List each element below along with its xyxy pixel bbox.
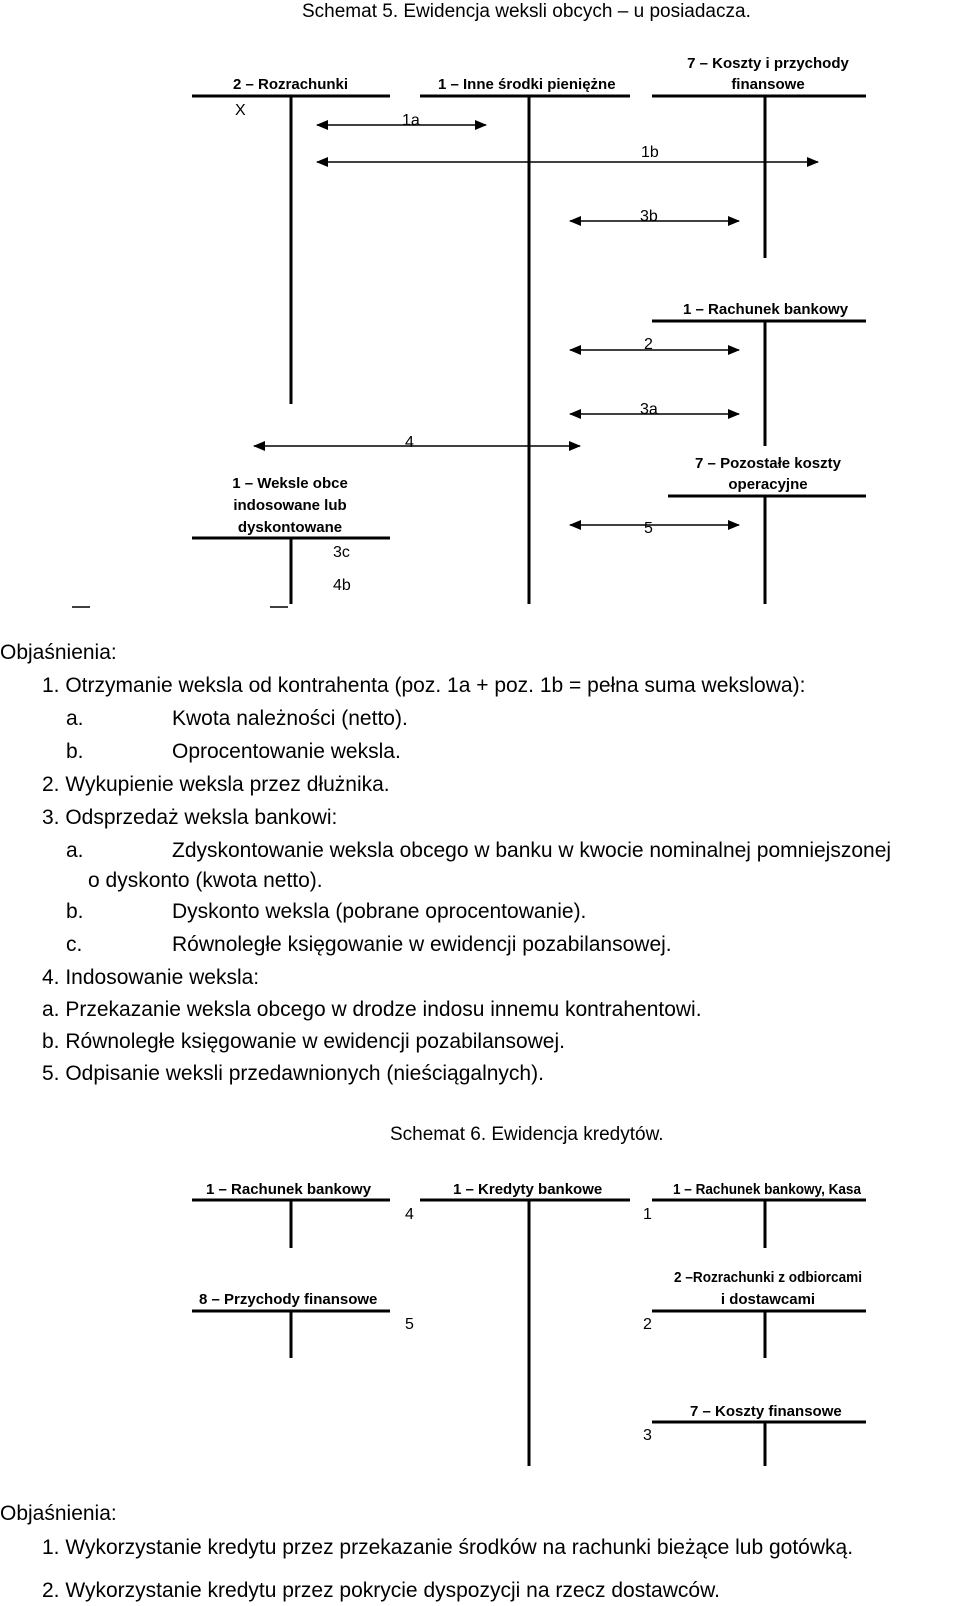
mark-4b: 4b <box>333 577 351 594</box>
explanation-3c-letter: c. <box>66 933 82 956</box>
mark-5: 5 <box>644 520 653 537</box>
mark-3b: 3b <box>640 208 658 225</box>
account-koszty-przychody-line2: finansowe <box>731 76 804 93</box>
account-pozostale-koszty-line2: operacyjne <box>728 476 807 493</box>
explanation-3a: Zdyskontowanie weksla obcego w banku w k… <box>172 839 891 862</box>
schema5-title: Schemat 5. Ewidencja weksli obcych – u p… <box>302 1 751 22</box>
account-weksle-obce-line1: 1 – Weksle obce <box>232 475 348 492</box>
mark-3c: 3c <box>333 544 350 561</box>
account6-rozrachunki-line2: i dostawcami <box>721 1291 815 1308</box>
mark6-4: 4 <box>405 1206 414 1223</box>
explanation-5: 5. Odpisanie weksli przedawnionych (nieś… <box>42 1062 544 1085</box>
explanation-3c: Równoległe księgowanie w ewidencji pozab… <box>172 933 672 956</box>
mark6-2: 2 <box>643 1316 652 1333</box>
account-koszty-przychody-line1: 7 – Koszty i przychody <box>687 55 849 72</box>
account-weksle-obce-line2: indosowane lub <box>233 497 346 514</box>
explanation-1a: Kwota należności (netto). <box>172 707 408 730</box>
explanation6-1: 1. Wykorzystanie kredytu przez przekazan… <box>42 1536 853 1559</box>
mark6-1: 1 <box>643 1206 652 1223</box>
account6-rachunek-bankowy: 1 – Rachunek bankowy <box>206 1181 372 1198</box>
explanation6-2: 2. Wykorzystanie kredytu przez pokrycie … <box>42 1579 720 1602</box>
mark-1a: 1a <box>402 112 420 129</box>
account-rachunek-bankowy: 1 – Rachunek bankowy <box>683 301 849 318</box>
explanation-3a-cont: o dyskonto (kwota netto). <box>88 869 323 892</box>
explanation-4: 4. Indosowanie weksla: <box>42 966 259 989</box>
explanations-header-5: Objaśnienia: <box>0 641 117 664</box>
mark-2: 2 <box>644 336 653 353</box>
explanations-header-6: Objaśnienia: <box>0 1502 117 1525</box>
explanation-3b-letter: b. <box>66 900 84 923</box>
account-weksle-obce-line3: dyskontowane <box>238 519 342 536</box>
account-inne-srodki: 1 – Inne środki pieniężne <box>438 76 616 93</box>
schema6-title: Schemat 6. Ewidencja kredytów. <box>390 1124 664 1145</box>
mark-3a: 3a <box>640 401 658 418</box>
account6-rozrachunki-line1: 2 –Rozrachunki z odbiorcami <box>674 1269 862 1286</box>
account6-koszty-finansowe: 7 – Koszty finansowe <box>690 1403 842 1420</box>
account6-rachunek-kasa: 1 – Rachunek bankowy, Kasa <box>673 1181 862 1198</box>
explanation-3: 3. Odsprzedaż weksla bankowi: <box>42 806 337 829</box>
explanation-3a-letter: a. <box>66 839 84 862</box>
mark-4: 4 <box>405 434 414 451</box>
explanation-1b: Oprocentowanie weksla. <box>172 740 401 763</box>
account6-przychody-finansowe: 8 – Przychody finansowe <box>199 1291 377 1308</box>
account6-kredyty-bankowe: 1 – Kredyty bankowe <box>453 1181 602 1198</box>
explanation-2: 2. Wykupienie weksla przez dłużnika. <box>42 773 390 796</box>
explanation-4a: a. Przekazanie weksla obcego w drodze in… <box>42 998 702 1021</box>
explanation-3b: Dyskonto weksla (pobrane oprocentowanie)… <box>172 900 586 923</box>
mark6-3: 3 <box>643 1427 652 1444</box>
account-pozostale-koszty-line1: 7 – Pozostałe koszty <box>695 455 842 472</box>
mark-x: X <box>235 102 246 119</box>
explanation-1: 1. Otrzymanie weksla od kontrahenta (poz… <box>42 674 805 697</box>
explanation-1a-letter: a. <box>66 707 84 730</box>
mark-1b: 1b <box>641 144 659 161</box>
account-rozrachunki: 2 – Rozrachunki <box>233 76 348 93</box>
explanation-4b: b. Równoległe księgowanie w ewidencji po… <box>42 1030 565 1053</box>
explanation-1b-letter: b. <box>66 740 84 763</box>
mark6-5: 5 <box>405 1316 414 1333</box>
